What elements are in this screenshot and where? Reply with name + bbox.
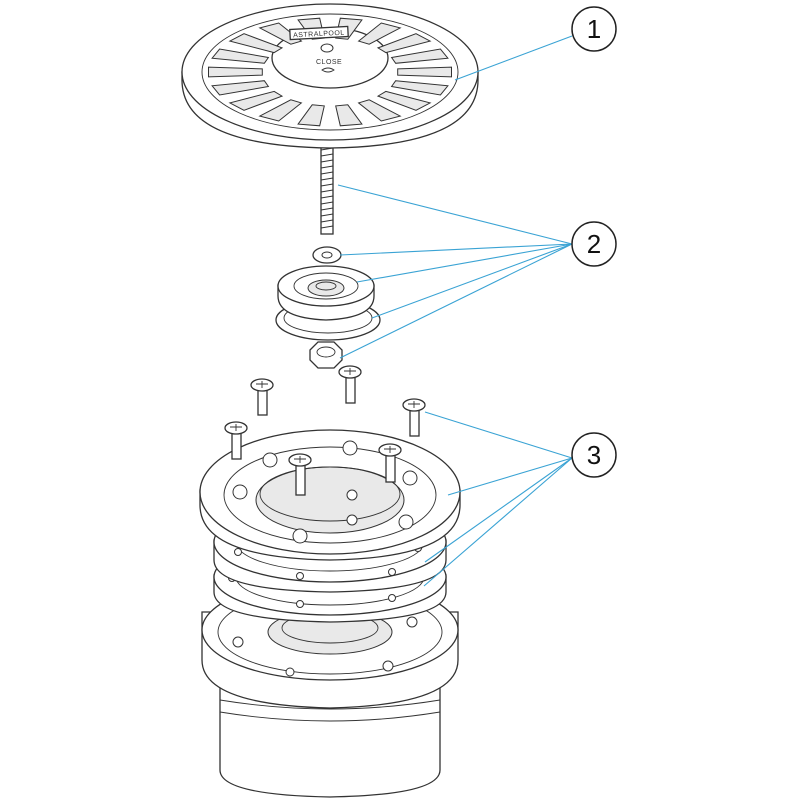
cover-slot [211,48,270,64]
screw-5 [288,453,312,496]
callout-1-label: 1 [587,14,601,44]
callout-2-label: 2 [587,229,601,259]
valve-seat [277,265,375,321]
leader-line-2-4 [371,243,573,319]
leader-line-3-4 [423,457,573,587]
cover-slot [335,104,363,127]
cover-brand-text: ASTRALPOOL [293,30,345,40]
leader-line-1-1 [454,35,573,81]
callout-3: 3 [571,432,617,478]
cover-close-label: CLOSE [316,59,342,66]
callout-2: 2 [571,221,617,267]
leader-line-3-1 [424,411,573,459]
leader-lines [337,35,573,587]
cover-slots [208,17,452,127]
cover-slot [297,104,325,127]
cover-slot [228,90,284,111]
screw-6 [378,443,402,483]
cover-slot [397,66,452,78]
leader-line-3-2 [447,457,573,496]
washer [312,246,342,264]
cover-slot [376,33,432,54]
cover-slot [228,33,284,54]
cover-slot [390,80,449,96]
callout-3-label: 3 [587,440,601,470]
cover-slot [211,80,270,96]
cover: ASTRALPOOL CLOSE [181,3,479,149]
cover-slot [357,22,402,45]
cover-slot [376,90,432,111]
leader-line-2-2 [339,243,573,256]
leader-line-2-5 [339,243,573,359]
cover-slot [357,99,402,122]
cover-slot [208,66,263,78]
threaded-rod [320,141,334,235]
leader-line-3-3 [424,457,573,563]
screw-2 [338,365,362,404]
leader-line-2-1 [337,184,573,245]
screw-4 [224,421,248,460]
hex-nut [309,341,343,369]
cover-slot [258,99,303,122]
screw-3 [402,398,426,437]
callout-1: 1 [571,6,617,52]
screws [224,365,426,496]
leader-line-2-3 [356,243,573,283]
screw-1 [250,378,274,416]
cover-slot [390,48,449,64]
